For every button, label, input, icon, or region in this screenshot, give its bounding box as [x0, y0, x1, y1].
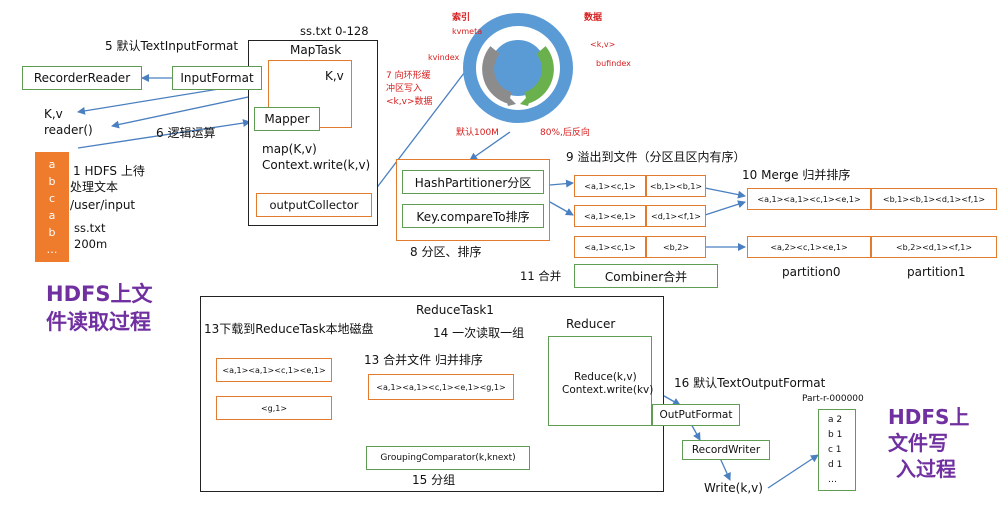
record-writer-box: RecordWriter — [682, 440, 770, 460]
hdfs-char-1: a — [48, 158, 56, 171]
step14-label: 14 一次读取一组 — [433, 326, 525, 340]
spill-r3-c2: <b,2> — [646, 236, 706, 258]
step10-label: 10 Merge 归并排序 — [742, 168, 851, 182]
hdfs-write-title-2: 文件写 — [888, 431, 948, 455]
merge-r2-c2: <b,2><d,1><f,1> — [871, 236, 997, 258]
merge-r2-c1: <a,2><c,1><e,1> — [747, 236, 871, 258]
part-line-4: d 1 — [828, 459, 843, 470]
reduce-input-2: <g,1> — [216, 396, 332, 420]
reducer-box — [548, 336, 652, 426]
context-write: Context.write(k,v) — [262, 158, 371, 172]
partition0-label: partition0 — [782, 265, 841, 279]
reducer-context-write: Context.write(kv) — [562, 384, 654, 396]
part-file-box: a 2 b 1 c 1 d 1 … — [818, 409, 856, 491]
step7-line3: <k,v>数据 — [386, 97, 433, 107]
grouping-comparator-box: GroupingComparator(k,knext) — [366, 446, 530, 470]
hdfs-write-title-1: HDFS上 — [888, 405, 970, 429]
ring-data-label: 数据 — [584, 13, 603, 23]
spill-r2-c2: <d,1><f,1> — [646, 205, 706, 227]
merge-r1-c2: <b,1><b,1><d,1><f,1> — [871, 188, 997, 210]
hdfs-input-line3: /user/input — [70, 198, 136, 212]
reduce-call: Reduce(k,v) — [574, 371, 637, 383]
hdfs-char-5: b — [48, 226, 56, 239]
ring-default-size: 默认100M — [456, 128, 499, 138]
step15-label: 15 分组 — [412, 473, 456, 487]
ring-reverse: 80%,后反向 — [540, 128, 590, 138]
hdfs-input-line2: 处理文本 — [70, 180, 119, 194]
hdfs-char-6: … — [46, 243, 58, 256]
part-line-2: b 1 — [828, 430, 843, 441]
ring-kv: <k,v> — [590, 40, 616, 49]
mapper-box: Mapper — [254, 107, 320, 131]
merged-input: <a,1><a,1><c,1><e,1><g,1> — [368, 374, 514, 400]
hdfs-file-name: ss.txt — [74, 221, 106, 235]
spill-r1-c1: <a,1><c,1> — [574, 175, 646, 197]
part-file-name: Part-r-000000 — [802, 394, 864, 404]
input-file-label: ss.txt 0-128 — [300, 24, 369, 38]
ring-bufindex: bufindex — [596, 59, 631, 68]
reader-kv: K,v — [44, 107, 63, 121]
hdfs-file-size: 200m — [74, 237, 108, 251]
hdfs-read-title-1: HDFS上文 — [46, 282, 153, 306]
ring-index-label: 索引 — [452, 13, 471, 23]
ring-kvmeta: kvmeta — [452, 27, 483, 36]
hdfs-input-line1: 1 HDFS 上待 — [73, 164, 145, 178]
step8-label: 8 分区、排序 — [410, 245, 482, 259]
step13-download-label: 13下载到ReduceTask本地磁盘 — [204, 322, 374, 336]
reduce-task-title: ReduceTask1 — [416, 303, 494, 317]
combiner-box: Combiner合并 — [574, 264, 718, 288]
input-format-box: InputFormat — [172, 66, 262, 90]
hdfs-write-title-3: 入过程 — [896, 457, 956, 481]
part-line-3: c 1 — [828, 444, 842, 455]
hash-partitioner-box: HashPartitioner分区 — [402, 170, 544, 194]
part-line-1: a 2 — [828, 415, 843, 426]
step13-merge-label: 13 合并文件 归并排序 — [364, 353, 483, 367]
ring-buffer — [463, 13, 573, 123]
map-call: map(K,v) — [262, 142, 317, 156]
step7-line1: 7 向环形缓 — [386, 71, 431, 81]
hdfs-char-4: a — [48, 209, 56, 222]
output-collector-box: outputCollector — [256, 193, 372, 217]
reader-call: reader() — [44, 123, 93, 137]
reducer-title: Reducer — [566, 317, 616, 331]
step7-line2: 冲区写入 — [386, 84, 423, 94]
merge-r1-c1: <a,1><a,1><c,1><e,1> — [747, 188, 871, 210]
spill-r3-c1: <a,1><c,1> — [574, 236, 646, 258]
step11-label: 11 合并 — [520, 269, 562, 283]
step6-label: 6 逻辑运算 — [156, 126, 216, 140]
spill-r2-c1: <a,1><e,1> — [574, 205, 646, 227]
output-format-box: OutPutFormat — [652, 404, 740, 426]
hdfs-read-title-2: 件读取过程 — [46, 310, 151, 334]
spill-r1-c2: <b,1><b,1> — [646, 175, 706, 197]
maptask-kv: K,v — [325, 69, 344, 83]
step9-label: 9 溢出到文件（分区且区内有序） — [566, 150, 746, 164]
step16-label: 16 默认TextOutputFormat — [674, 376, 826, 390]
reduce-input-1: <a,1><a,1><c,1><e,1> — [216, 358, 332, 382]
hdfs-char-3: c — [48, 192, 56, 205]
step5-label: 5 默认TextInputFormat — [105, 39, 239, 53]
ring-kvindex: kvindex — [428, 53, 460, 62]
part-line-5: … — [828, 474, 837, 485]
partition1-label: partition1 — [907, 265, 966, 279]
hdfs-char-2: b — [48, 175, 56, 188]
key-compare-box: Key.compareTo排序 — [402, 204, 544, 228]
hdfs-input-file: a b c a b … — [35, 152, 69, 262]
recorder-reader-box: RecorderReader — [22, 66, 142, 90]
write-call: Write(k,v) — [704, 481, 763, 495]
maptask-title: MapTask — [290, 43, 342, 57]
